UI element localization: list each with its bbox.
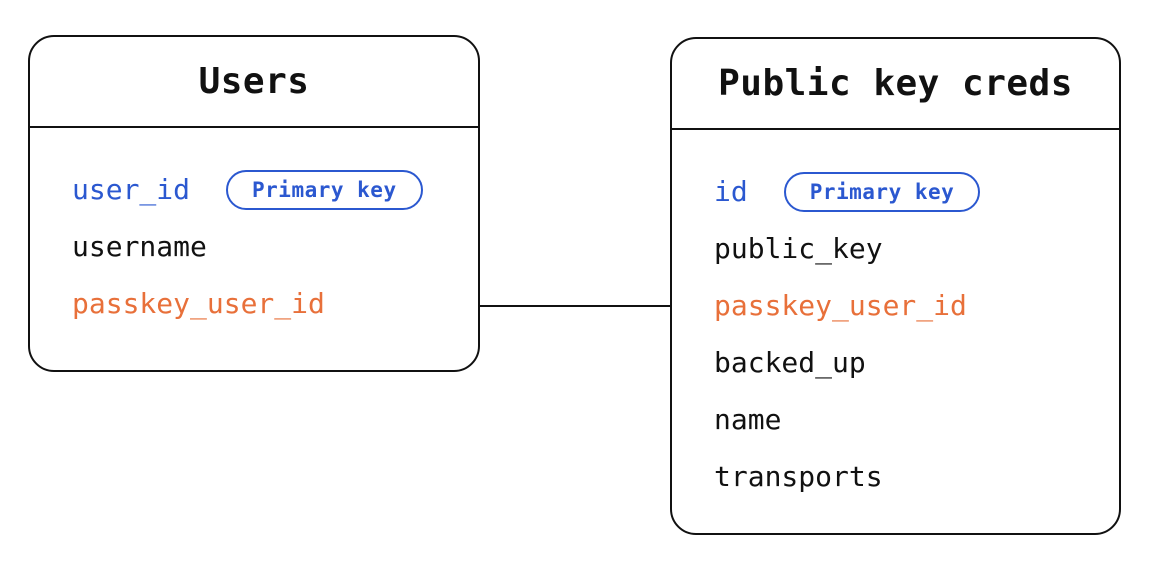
primary-key-badge: Primary key bbox=[783, 171, 981, 212]
field-name-transports: transports bbox=[714, 460, 883, 493]
field-row: name bbox=[714, 391, 1119, 448]
entity-users-header: Users bbox=[30, 37, 478, 128]
entity-users-title: Users bbox=[198, 61, 310, 102]
field-name-public-key: public_key bbox=[714, 232, 883, 265]
entity-public-key-creds-header: Public key creds bbox=[672, 39, 1119, 130]
field-name-passkey-user-id: passkey_user_id bbox=[714, 289, 967, 322]
field-name-username: username bbox=[72, 230, 207, 263]
primary-key-badge: Primary key bbox=[226, 169, 423, 210]
entity-public-key-creds: Public key creds id Primary key public_k… bbox=[670, 37, 1121, 535]
field-row: user_id Primary key bbox=[72, 161, 478, 218]
field-name-passkey-user-id: passkey_user_id bbox=[72, 287, 325, 320]
field-row: passkey_user_id bbox=[714, 277, 1119, 334]
field-row: username bbox=[72, 218, 478, 275]
field-name-user-id: user_id bbox=[72, 173, 191, 206]
relationship-line bbox=[480, 305, 670, 307]
field-row: public_key bbox=[714, 220, 1119, 277]
entity-public-key-creds-title: Public key creds bbox=[718, 63, 1073, 104]
field-name-backed-up: backed_up bbox=[714, 346, 866, 379]
field-row: transports bbox=[714, 448, 1119, 505]
entity-users: Users user_id Primary key username passk… bbox=[28, 35, 480, 372]
entity-public-key-creds-body: id Primary key public_key passkey_user_i… bbox=[672, 130, 1119, 505]
field-row: passkey_user_id bbox=[72, 275, 478, 332]
field-name-id: id bbox=[714, 175, 748, 208]
field-name-name: name bbox=[714, 403, 782, 436]
entity-users-body: user_id Primary key username passkey_use… bbox=[30, 128, 478, 332]
field-row: id Primary key bbox=[714, 163, 1119, 220]
field-row: backed_up bbox=[714, 334, 1119, 391]
